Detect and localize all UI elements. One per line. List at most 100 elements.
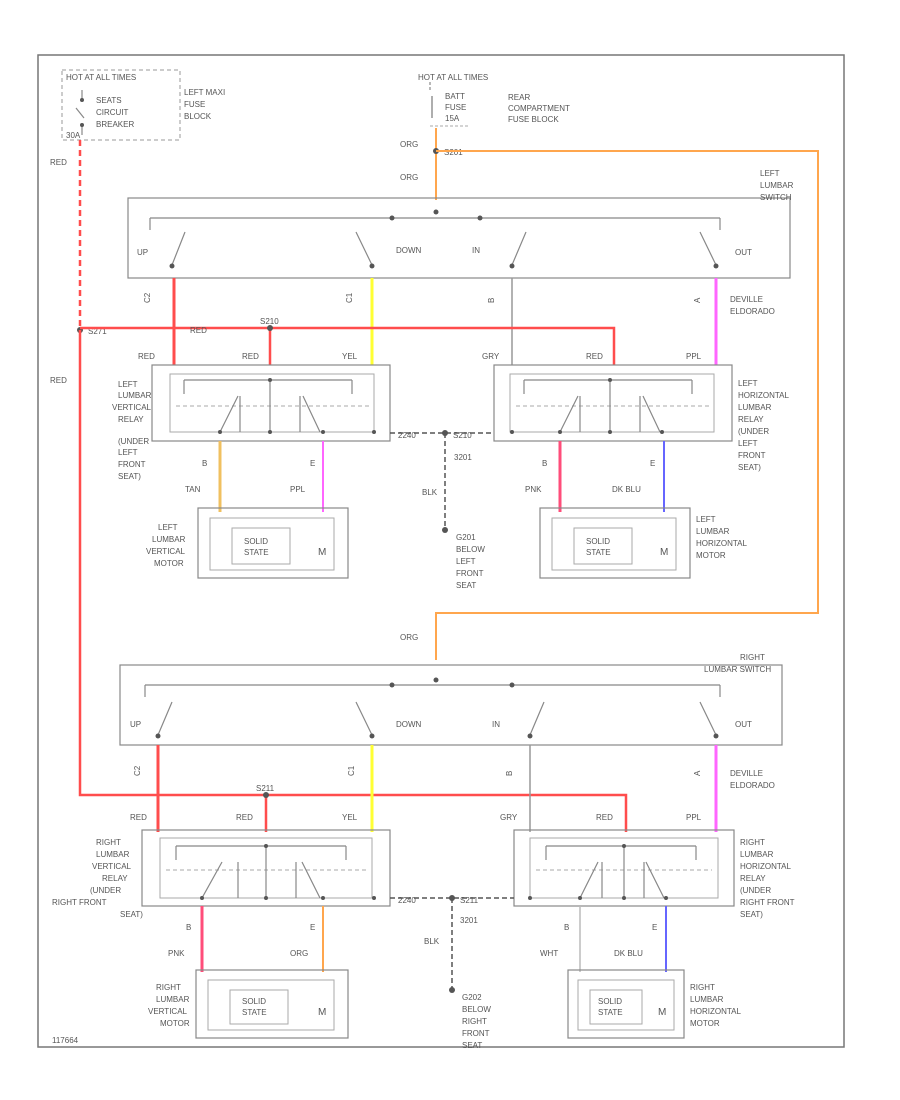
svg-text:SOLID: SOLID xyxy=(586,537,610,546)
svg-text:ELDORADO: ELDORADO xyxy=(730,781,775,790)
svg-text:HORIZONTAL: HORIZONTAL xyxy=(696,539,748,548)
svg-text:LEFT: LEFT xyxy=(118,448,138,457)
svg-text:FUSE: FUSE xyxy=(184,100,205,109)
svg-text:LUMBAR: LUMBAR xyxy=(696,527,730,536)
wire-blk-left-ground xyxy=(390,432,494,530)
svg-text:RELAY: RELAY xyxy=(740,874,766,883)
svg-text:S271: S271 xyxy=(88,327,107,336)
svg-text:C1: C1 xyxy=(347,765,356,776)
svg-text:(UNDER: (UNDER xyxy=(738,427,769,436)
svg-text:LEFT: LEFT xyxy=(118,380,138,389)
left-ground-label: G201 BELOW LEFT FRONT SEAT xyxy=(456,533,485,590)
svg-text:RELAY: RELAY xyxy=(102,874,128,883)
svg-text:BREAKER: BREAKER xyxy=(96,120,134,129)
svg-text:BLK: BLK xyxy=(424,937,440,946)
svg-text:VERTICAL: VERTICAL xyxy=(112,403,152,412)
svg-text:RIGHT FRONT: RIGHT FRONT xyxy=(52,898,107,907)
svg-text:RED: RED xyxy=(138,352,155,361)
svg-text:(UNDER: (UNDER xyxy=(118,437,149,446)
right-switch-out: OUT xyxy=(735,720,752,729)
svg-text:PPL: PPL xyxy=(686,813,702,822)
svg-text:PNK: PNK xyxy=(168,949,185,958)
svg-text:PPL: PPL xyxy=(686,352,702,361)
svg-text:LUMBAR: LUMBAR xyxy=(738,403,772,412)
left-switch-out: OUT xyxy=(735,248,752,257)
left-circuit-breaker: HOT AT ALL TIMES SEATS CIRCUIT BREAKER 3… xyxy=(61,69,181,141)
svg-text:LEFT: LEFT xyxy=(158,523,178,532)
svg-text:15A: 15A xyxy=(445,114,460,123)
svg-text:VERTICAL: VERTICAL xyxy=(146,547,186,556)
svg-text:SEAT): SEAT) xyxy=(740,910,763,919)
left-switch-in: IN xyxy=(472,246,480,255)
svg-text:S201: S201 xyxy=(444,148,463,157)
right-lumbar-switch: UP DOWN IN OUT RIGHT LUMBAR SWITCH xyxy=(119,653,783,746)
svg-text:FUSE: FUSE xyxy=(445,103,466,112)
right-fuse-location: REAR xyxy=(508,93,530,102)
svg-text:SWITCH: SWITCH xyxy=(760,193,792,202)
svg-text:LUMBAR: LUMBAR xyxy=(156,995,190,1004)
svg-text:DK BLU: DK BLU xyxy=(614,949,643,958)
svg-text:RIGHT: RIGHT xyxy=(462,1017,487,1026)
svg-text:B: B xyxy=(202,459,207,468)
svg-text:ORG: ORG xyxy=(400,140,418,149)
svg-text:LUMBAR: LUMBAR xyxy=(152,535,186,544)
svg-text:FRONT: FRONT xyxy=(462,1029,490,1038)
svg-text:SEAT): SEAT) xyxy=(738,463,761,472)
deville-note-bottom: DEVILLE xyxy=(730,769,763,778)
svg-text:B: B xyxy=(186,923,191,932)
svg-text:RED: RED xyxy=(242,352,259,361)
right-switch-up: UP xyxy=(130,720,141,729)
right-vertical-relay-label: RIGHT LUMBAR VERTICAL RELAY (UNDER RIGHT… xyxy=(52,838,143,919)
svg-text:HORIZONTAL: HORIZONTAL xyxy=(738,391,790,400)
left-fuse-location: LEFT MAXI xyxy=(184,88,225,97)
svg-text:BELOW: BELOW xyxy=(456,545,485,554)
left-switch-down: DOWN xyxy=(396,246,422,255)
svg-text:PPL: PPL xyxy=(290,485,306,494)
svg-text:A: A xyxy=(693,770,702,776)
svg-text:RED: RED xyxy=(236,813,253,822)
svg-text:(UNDER: (UNDER xyxy=(90,886,121,895)
svg-text:A: A xyxy=(693,297,702,303)
svg-text:RIGHT: RIGHT xyxy=(740,653,765,662)
svg-text:M: M xyxy=(660,547,668,558)
svg-text:FRONT: FRONT xyxy=(738,451,766,460)
right-horizontal-motor: SOLID STATE M xyxy=(567,969,685,1039)
right-switch-in: IN xyxy=(492,720,500,729)
left-vertical-relay xyxy=(151,364,391,442)
svg-text:3201: 3201 xyxy=(460,916,478,925)
svg-text:TAN: TAN xyxy=(185,485,201,494)
svg-text:YEL: YEL xyxy=(342,352,358,361)
svg-text:FUSE BLOCK: FUSE BLOCK xyxy=(508,115,559,124)
svg-text:LEFT: LEFT xyxy=(738,439,758,448)
svg-text:GRY: GRY xyxy=(482,352,500,361)
svg-text:LUMBAR: LUMBAR xyxy=(96,850,130,859)
svg-text:LEFT: LEFT xyxy=(456,557,476,566)
svg-text:RED: RED xyxy=(586,352,603,361)
diagram-border xyxy=(37,54,845,1048)
svg-text:ELDORADO: ELDORADO xyxy=(730,307,775,316)
svg-text:B: B xyxy=(564,923,569,932)
svg-text:MOTOR: MOTOR xyxy=(690,1019,720,1028)
svg-text:MOTOR: MOTOR xyxy=(696,551,726,560)
svg-text:RIGHT: RIGHT xyxy=(156,983,181,992)
svg-text:B: B xyxy=(542,459,547,468)
svg-text:E: E xyxy=(650,459,655,468)
diagram-footer-id: 117664 xyxy=(52,1036,79,1045)
svg-text:SOLID: SOLID xyxy=(242,997,266,1006)
svg-text:RIGHT: RIGHT xyxy=(96,838,121,847)
right-vertical-motor: SOLID STATE M xyxy=(195,969,349,1039)
svg-text:LUMBAR: LUMBAR xyxy=(740,850,774,859)
svg-text:S211: S211 xyxy=(460,896,479,905)
svg-text:HORIZONTAL: HORIZONTAL xyxy=(690,1007,742,1016)
svg-text:(UNDER: (UNDER xyxy=(740,886,771,895)
svg-text:E: E xyxy=(652,923,657,932)
svg-text:SOLID: SOLID xyxy=(244,537,268,546)
svg-text:RELAY: RELAY xyxy=(738,415,764,424)
svg-text:WHT: WHT xyxy=(540,949,558,958)
svg-text:VERTICAL: VERTICAL xyxy=(92,862,132,871)
svg-text:SEAT: SEAT xyxy=(462,1041,482,1050)
svg-text:LEFT: LEFT xyxy=(760,169,780,178)
svg-text:ORG: ORG xyxy=(400,633,418,642)
svg-text:STATE: STATE xyxy=(242,1008,267,1017)
